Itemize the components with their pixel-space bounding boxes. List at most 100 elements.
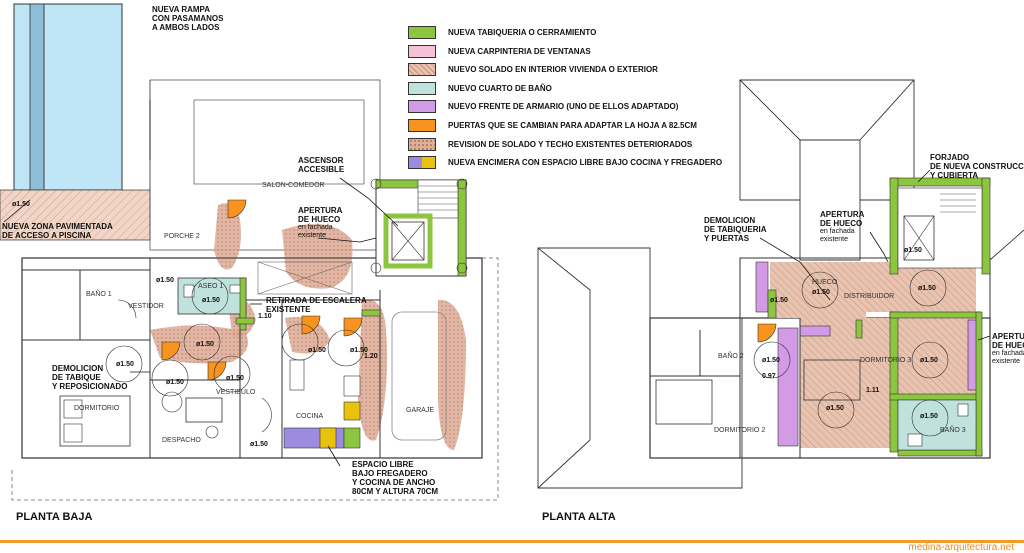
legend-swatch-encimera <box>408 156 436 170</box>
room-dormitorio-3: DORMITORIO 3 <box>860 357 912 364</box>
note-apertura-hueco-este-sub: en fachada existente <box>992 350 1024 365</box>
legend-label: NUEVA CARPINTERIA DE VENTANAS <box>448 46 591 56</box>
legend-swatch-solado <box>408 63 436 77</box>
legend-swatch-carpinteria <box>408 44 436 58</box>
dim-label: 1.11 <box>866 387 880 394</box>
dim-label: ø1.50 <box>156 277 174 284</box>
door-changed <box>757 323 777 343</box>
dim-label: 1.10 <box>258 313 272 320</box>
revision-area <box>282 223 353 289</box>
dim-label: ø1.50 <box>826 405 844 412</box>
dim-label: ø1.50 <box>116 361 134 368</box>
room-hueco: HUECO <box>812 279 838 286</box>
door-changed <box>227 199 247 219</box>
note-retirada-escalera: RETIRADA DE ESCALERA EXISTENTE <box>266 296 367 314</box>
footer-accent-line <box>0 540 1024 543</box>
dim-label: ø1.50 <box>12 201 30 208</box>
legend-swatch-armario <box>408 100 436 114</box>
room-bano-1: BAÑO 1 <box>86 291 112 298</box>
paved-access-zone <box>0 189 151 241</box>
legend-label: NUEVO SOLADO EN INTERIOR VIVIENDA O EXTE… <box>448 65 658 75</box>
dim-label: ø1.50 <box>226 375 244 382</box>
note-zona-pavimentada: NUEVA ZONA PAVIMENTADA DE ACCESO A PISCI… <box>2 222 113 240</box>
legend-item: NUEVO SOLADO EN INTERIOR VIVIENDA O EXTE… <box>408 61 778 80</box>
legend-item: NUEVA TABIQUERIA O CERRAMIENTO <box>408 24 778 43</box>
dim-label: ø1.50 <box>308 347 326 354</box>
room-bano-2: BAÑO 2 <box>718 353 744 360</box>
room-garaje: GARAJE <box>406 407 435 414</box>
legend-swatch-puertas <box>408 118 436 132</box>
dim-label: ø1.50 <box>918 285 936 292</box>
revision-area <box>358 299 387 441</box>
room-dormitorio-2: DORMITORIO 2 <box>714 427 766 434</box>
door-changed <box>301 315 321 335</box>
note-apertura-hueco: APERTURA DE HUECO <box>298 206 343 224</box>
legend-swatch-tabique <box>408 26 436 39</box>
legend-item: NUEVA CARPINTERIA DE VENTANAS <box>408 43 778 62</box>
new-flooring <box>770 262 866 318</box>
note-demolicion-tabique: DEMOLICION DE TABIQUE Y REPOSICIONADO <box>52 364 128 391</box>
legend-label: PUERTAS QUE SE CAMBIAN PARA ADAPTAR LA H… <box>448 120 697 130</box>
house-footprint-baja <box>21 257 483 459</box>
legend-item: PUERTAS QUE SE CAMBIAN PARA ADAPTAR LA H… <box>408 117 778 136</box>
dim-label: ø1.50 <box>250 441 268 448</box>
legend-item: NUEVA ENCIMERA CON ESPACIO LIBRE BAJO CO… <box>408 154 778 173</box>
legend: NUEVA TABIQUERIA O CERRAMIENTO NUEVA CAR… <box>408 24 778 173</box>
room-cocina: COCINA <box>296 413 324 420</box>
legend-label: NUEVO FRENTE DE ARMARIO (UNO DE ELLOS AD… <box>448 102 679 112</box>
dim-label: ø1.50 <box>812 289 830 296</box>
room-vestidor: VESTIDOR <box>128 303 164 310</box>
dim-label: ø1.50 <box>202 297 220 304</box>
legend-label: NUEVA ENCIMERA CON ESPACIO LIBRE BAJO CO… <box>448 158 723 168</box>
note-ascensor: ASCENSOR ACCESIBLE <box>298 156 345 174</box>
note-demolicion-tabiqueria: DEMOLICION DE TABIQUERIA Y PUERTAS <box>704 216 767 243</box>
site-credit: medina-arquitectura.net <box>908 542 1014 553</box>
title-planta-baja: PLANTA BAJA <box>16 511 93 523</box>
revision-area <box>285 316 330 354</box>
ramp <box>29 3 45 191</box>
legend-swatch-bano <box>408 81 436 95</box>
roof-left <box>537 247 743 489</box>
room-aseo: ASEO 1 <box>198 283 224 290</box>
door-changed <box>161 341 181 361</box>
elevator-block <box>370 178 468 277</box>
legend-item: NUEVO CUARTO DE BAÑO <box>408 80 778 99</box>
note-apertura-hueco-este: APERTURA DE HUECO <box>992 332 1024 350</box>
room-porche: PORCHE 2 <box>164 233 200 240</box>
dim-label: 1.20 <box>364 353 378 360</box>
room-salon: SALON-COMEDOR <box>262 182 325 189</box>
room-bano-3: BAÑO 3 <box>940 427 966 434</box>
note-apertura-hueco-alta-sub: en fachada existente <box>820 228 855 243</box>
title-planta-alta: PLANTA ALTA <box>542 511 616 523</box>
revision-area <box>438 299 466 450</box>
room-distribuidor: DISTRIBUIDOR <box>844 293 895 300</box>
door-changed <box>207 361 227 381</box>
note-apertura-hueco-sub: en fachada existente <box>298 224 333 239</box>
legend-label: NUEVA TABIQUERIA O CERRAMIENTO <box>448 28 597 37</box>
wardrobe <box>755 261 769 313</box>
note-rampa: NUEVA RAMPA CON PASAMANOS A AMBOS LADOS <box>152 5 224 32</box>
note-forjado: FORJADO DE NUEVA CONSTRUCCION Y CUBIERTA <box>930 153 1024 180</box>
dim-label: ø1.50 <box>196 341 214 348</box>
room-dormitorio: DORMITORIO <box>74 405 120 412</box>
dim-label: ø1.50 <box>166 379 184 386</box>
dim-label: ø1.50 <box>920 357 938 364</box>
legend-item: REVISION DE SOLADO Y TECHO EXISTENTES DE… <box>408 136 778 155</box>
revision-area <box>214 203 241 270</box>
legend-label: REVISION DE SOLADO Y TECHO EXISTENTES DE… <box>448 139 693 149</box>
dim-label: ø1.50 <box>770 297 788 304</box>
legend-label: NUEVO CUARTO DE BAÑO <box>448 83 552 93</box>
dim-label: ø1.50 <box>904 247 922 254</box>
legend-swatch-revision <box>408 137 436 151</box>
note-espacio-libre: ESPACIO LIBRE BAJO FREGADERO Y COCINA DE… <box>352 460 439 496</box>
dim-label: 0.97 <box>762 373 776 380</box>
roof-middle <box>739 79 915 261</box>
dim-label: ø1.50 <box>350 347 368 354</box>
room-vestibulo: VESTIBULO <box>216 389 256 396</box>
dim-label: ø1.50 <box>920 413 938 420</box>
room-despacho: DESPACHO <box>162 437 201 444</box>
door-changed <box>343 317 363 337</box>
legend-item: NUEVO FRENTE DE ARMARIO (UNO DE ELLOS AD… <box>408 98 778 117</box>
